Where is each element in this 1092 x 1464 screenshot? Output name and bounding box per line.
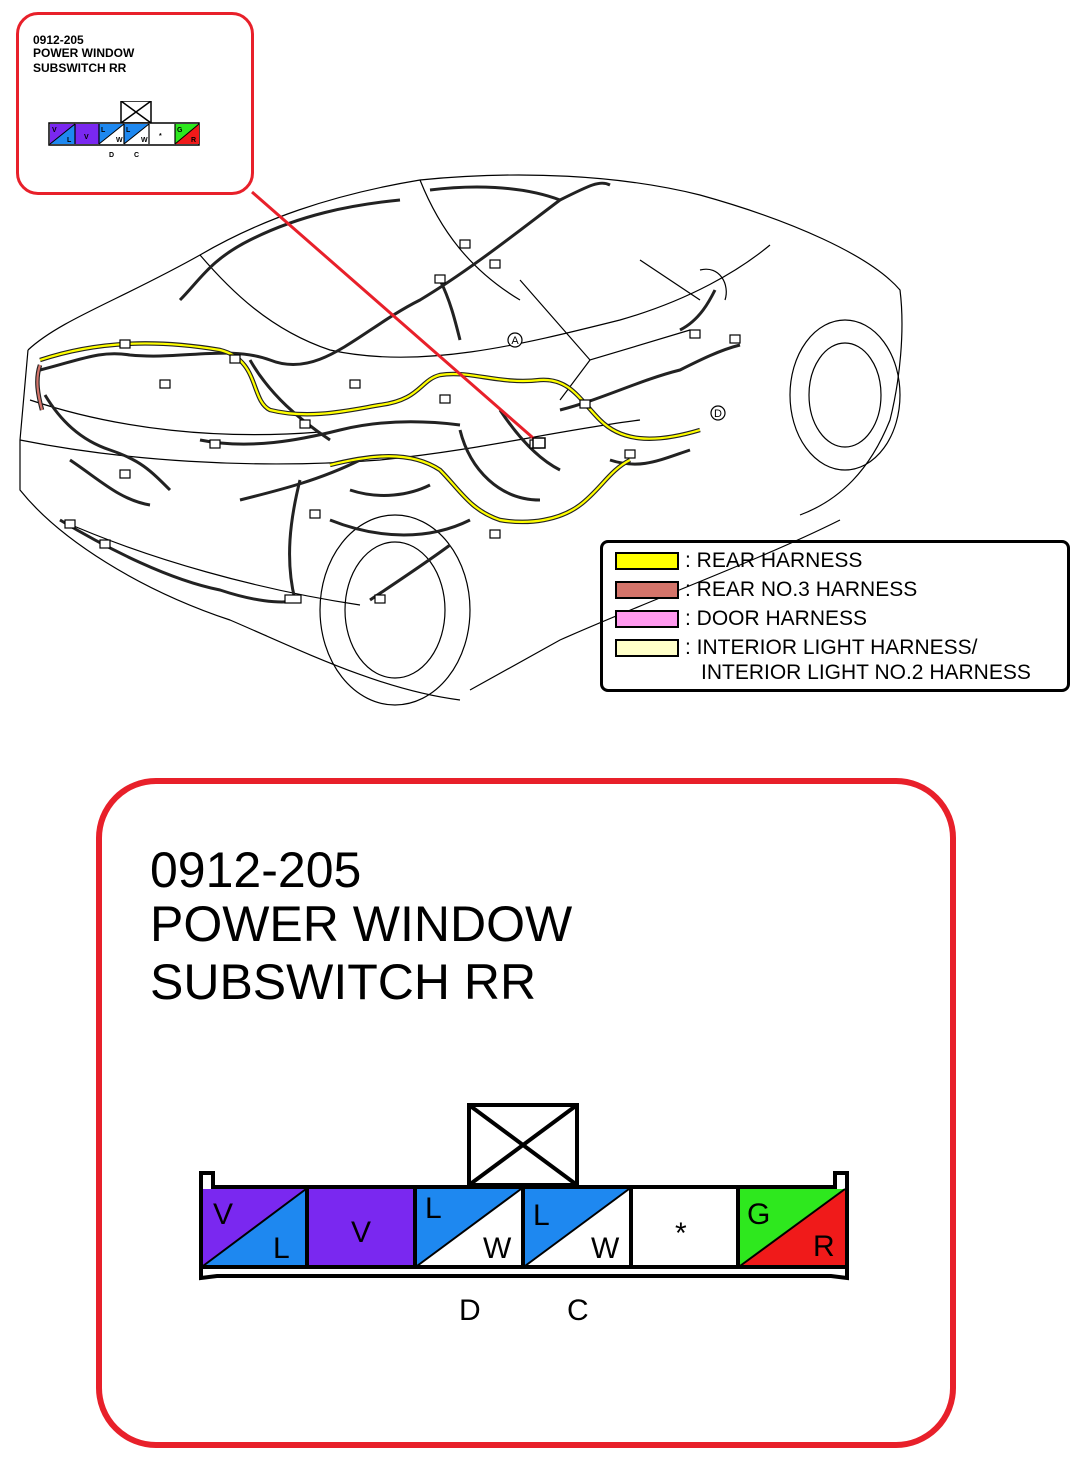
svg-text:D: D bbox=[109, 152, 114, 159]
marker-d-circle bbox=[710, 405, 726, 421]
connector-face: V L V L W L W * G R bbox=[199, 1103, 849, 1327]
legend-swatch bbox=[615, 581, 679, 599]
terminal-4-bottom-color: W bbox=[591, 1232, 620, 1265]
thumb-connector-name-line1: POWER WINDOW bbox=[33, 46, 135, 60]
connector-name-line2: SUBSWITCH RR bbox=[150, 954, 537, 1010]
svg-text:V: V bbox=[84, 134, 89, 141]
terminal-1-bottom-color: L bbox=[273, 1232, 290, 1265]
legend-label: : REAR NO.3 HARNESS bbox=[685, 578, 918, 601]
terminal-2: V bbox=[309, 1189, 414, 1266]
terminal-4: L W bbox=[524, 1188, 630, 1267]
legend-swatch bbox=[615, 610, 679, 628]
terminal-3-bottom-color: W bbox=[483, 1232, 512, 1265]
legend-item-rear-no3-harness: : REAR NO.3 HARNESS bbox=[615, 577, 917, 603]
svg-text:*: * bbox=[159, 133, 162, 140]
svg-text:V: V bbox=[52, 127, 57, 134]
pin-label-d: D bbox=[459, 1294, 481, 1327]
legend-item-interior-light-harness: : INTERIOR LIGHT HARNESS/ bbox=[615, 635, 978, 661]
terminal-1: V L bbox=[202, 1188, 307, 1267]
terminal-3-top-color: L bbox=[425, 1192, 442, 1225]
terminal-6: G R bbox=[739, 1188, 846, 1267]
car-wiring-diagram: A D bbox=[19, 174, 903, 706]
svg-text:R: R bbox=[191, 137, 196, 144]
terminal-5: * bbox=[633, 1189, 736, 1266]
terminal-2-color: V bbox=[351, 1216, 371, 1249]
pin-label-c: C bbox=[567, 1294, 589, 1327]
thumb-connector-code: 0912-205 bbox=[33, 33, 84, 47]
terminal-4-top-color: L bbox=[533, 1199, 550, 1232]
legend-label-line2: INTERIOR LIGHT NO.2 HARNESS bbox=[701, 661, 1031, 684]
connector-location-marker bbox=[532, 437, 546, 449]
legend-swatch bbox=[615, 552, 679, 570]
svg-text:G: G bbox=[177, 127, 183, 134]
terminal-6-bottom-color: R bbox=[813, 1230, 835, 1263]
marker-a-circle bbox=[507, 332, 523, 348]
terminal-6-top-color: G bbox=[747, 1198, 770, 1231]
legend-label: : REAR HARNESS bbox=[685, 549, 863, 572]
harness-legend: : REAR HARNESS : REAR NO.3 HARNESS : DOO… bbox=[600, 540, 1070, 692]
terminal-5-mark: * bbox=[675, 1217, 687, 1250]
connector-name-line1: POWER WINDOW bbox=[150, 896, 573, 952]
terminal-3: L W bbox=[416, 1188, 522, 1267]
connector-detail-callout bbox=[96, 778, 956, 1448]
svg-text:W: W bbox=[116, 137, 123, 144]
legend-item-door-harness: : DOOR HARNESS bbox=[615, 606, 867, 632]
marker-a-label: A bbox=[511, 335, 519, 347]
svg-text:C: C bbox=[134, 152, 139, 159]
thumb-connector-name-line2: SUBSWITCH RR bbox=[33, 61, 127, 75]
svg-text:L: L bbox=[126, 127, 131, 134]
legend-label: : DOOR HARNESS bbox=[685, 607, 868, 630]
legend-label: : INTERIOR LIGHT HARNESS/ bbox=[685, 636, 978, 659]
connector-code: 0912-205 bbox=[150, 842, 362, 898]
marker-d-label: D bbox=[714, 408, 722, 420]
callout-leader-line bbox=[251, 190, 541, 446]
svg-text:L: L bbox=[67, 137, 72, 144]
svg-text:W: W bbox=[141, 137, 148, 144]
legend-item-rear-harness: : REAR HARNESS bbox=[615, 548, 862, 574]
svg-text:L: L bbox=[101, 127, 106, 134]
terminal-1-top-color: V bbox=[213, 1198, 233, 1231]
legend-swatch bbox=[615, 639, 679, 657]
